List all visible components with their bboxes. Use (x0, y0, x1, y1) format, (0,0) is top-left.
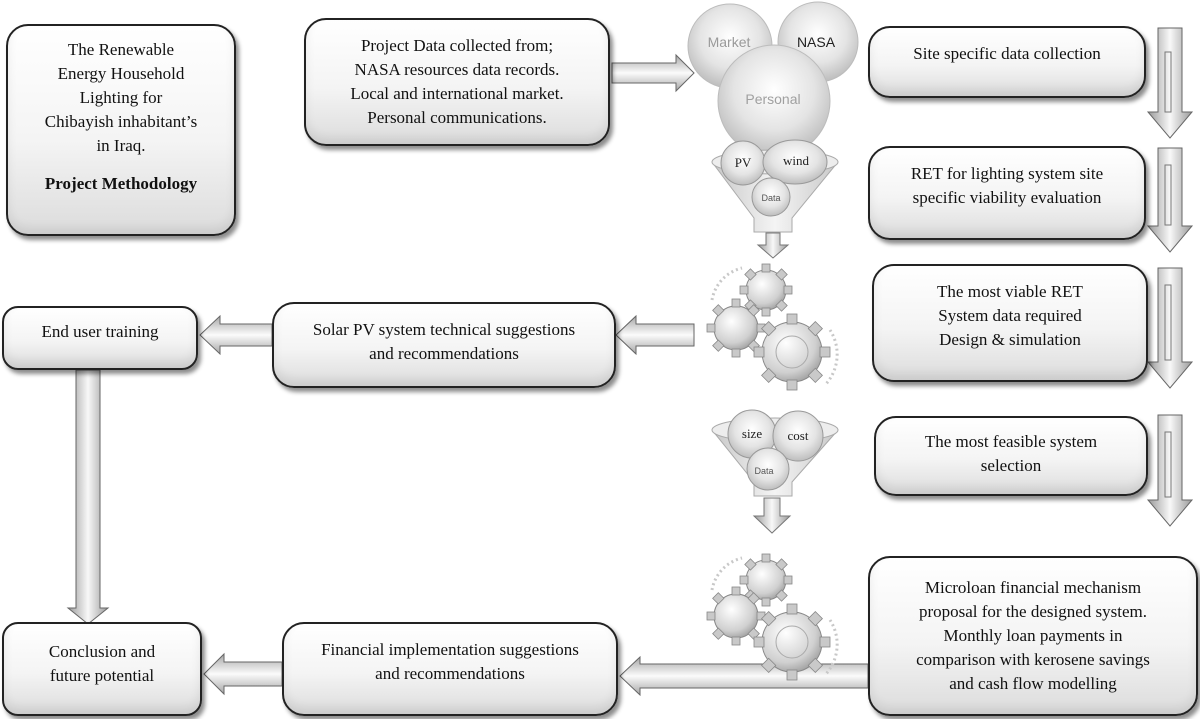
conclusion-line-2: future potential (49, 666, 155, 685)
funnel-2-data-label: Data (754, 466, 773, 476)
microloan-line-5: and cash flow modelling (949, 674, 1117, 693)
gear-small-2 (706, 298, 766, 358)
gear-large-2 (753, 603, 831, 681)
viable-ret-line-2: System data required (938, 306, 1082, 325)
data-source-line-4: Personal communications. (367, 108, 547, 127)
feasible-system-box: The most feasible system selection (874, 416, 1148, 496)
bubble-nasa-label: NASA (797, 34, 836, 50)
arrow-to-training (199, 314, 273, 356)
bubble-personal-label: Personal (745, 91, 800, 107)
feasible-line-2: selection (980, 456, 1042, 475)
down-arrow-4 (1146, 414, 1194, 527)
gear-small-1 (739, 263, 793, 317)
funnel-1-pv-label: PV (735, 155, 752, 170)
ret-eval-line-1: RET for lighting system site (910, 164, 1104, 183)
financial-box: Financial implementation suggestions and… (282, 622, 618, 716)
title-line-5: in Iraq. (96, 136, 146, 155)
microloan-line-1: Microloan financial mechanism (924, 578, 1142, 597)
microloan-box: Microloan financial mechanism proposal f… (868, 556, 1198, 716)
methodology-heading: Project Methodology (44, 174, 198, 193)
data-source-line-1: Project Data collected from; (360, 36, 554, 55)
microloan-line-3: Monthly loan payments in (943, 626, 1123, 645)
title-line-4: Chibayish inhabitant’s (44, 112, 198, 131)
site-data-box: Site specific data collection (868, 26, 1146, 98)
financial-line-2: and recommendations (375, 664, 525, 683)
training-line-1: End user training (41, 322, 159, 341)
arrow-below-funnel-1 (756, 232, 790, 259)
viable-ret-line-3: Design & simulation (939, 330, 1081, 349)
title-line-2: Energy Household (57, 64, 185, 83)
title-line-3: Lighting for (79, 88, 163, 107)
arrow-to-bubbles (611, 53, 695, 93)
arrow-training-to-conclusion (66, 369, 110, 625)
viable-ret-line-1: The most viable RET (937, 282, 1083, 301)
arrow-to-solar-pv (615, 314, 695, 356)
funnel-1 (711, 139, 839, 233)
site-data-line-1: Site specific data collection (913, 44, 1101, 63)
microloan-line-4: comparison with kerosene savings (916, 650, 1150, 669)
ret-eval-line-2: specific viability evaluation (912, 188, 1102, 207)
solar-pv-line-1: Solar PV system technical suggestions (312, 320, 576, 339)
financial-line-1: Financial implementation suggestions (321, 640, 579, 659)
data-source-line-3: Local and international market. (350, 84, 564, 103)
viable-ret-box: The most viable RET System data required… (872, 264, 1148, 382)
data-source-box: Project Data collected from; NASA resour… (304, 18, 610, 146)
funnel-1-wind-label: wind (783, 153, 810, 168)
conclusion-line-1: Conclusion and (48, 642, 156, 661)
title-box: The Renewable Energy Household Lighting … (6, 24, 236, 236)
bubble-market-label: Market (708, 34, 751, 50)
feasible-line-1: The most feasible system (924, 432, 1098, 451)
gear-cluster-2 (706, 553, 839, 681)
data-source-line-2: NASA resources data records. (354, 60, 560, 79)
funnel-2-cost-label: cost (788, 428, 809, 443)
arrow-below-funnel-2 (752, 497, 792, 534)
down-arrow-1 (1146, 27, 1194, 139)
gear-large-1 (753, 313, 831, 391)
solar-pv-line-2: and recommendations (369, 344, 519, 363)
title-line-1: The Renewable (67, 40, 175, 59)
arrow-to-financial (619, 655, 869, 697)
funnel-1-data-label: Data (761, 193, 780, 203)
microloan-line-2: proposal for the designed system. (918, 602, 1148, 621)
down-arrow-3 (1146, 267, 1194, 389)
gear-small-4 (706, 586, 766, 646)
ret-evaluation-box: RET for lighting system site specific vi… (868, 146, 1146, 240)
funnel-2 (711, 409, 839, 497)
gear-cluster-1 (706, 263, 839, 391)
conclusion-box: Conclusion and future potential (2, 622, 202, 716)
arrow-to-conclusion (203, 652, 283, 696)
training-box: End user training (2, 306, 198, 370)
down-arrow-2 (1146, 147, 1194, 253)
funnel-2-size-label: size (742, 426, 762, 441)
solar-pv-box: Solar PV system technical suggestions an… (272, 302, 616, 388)
